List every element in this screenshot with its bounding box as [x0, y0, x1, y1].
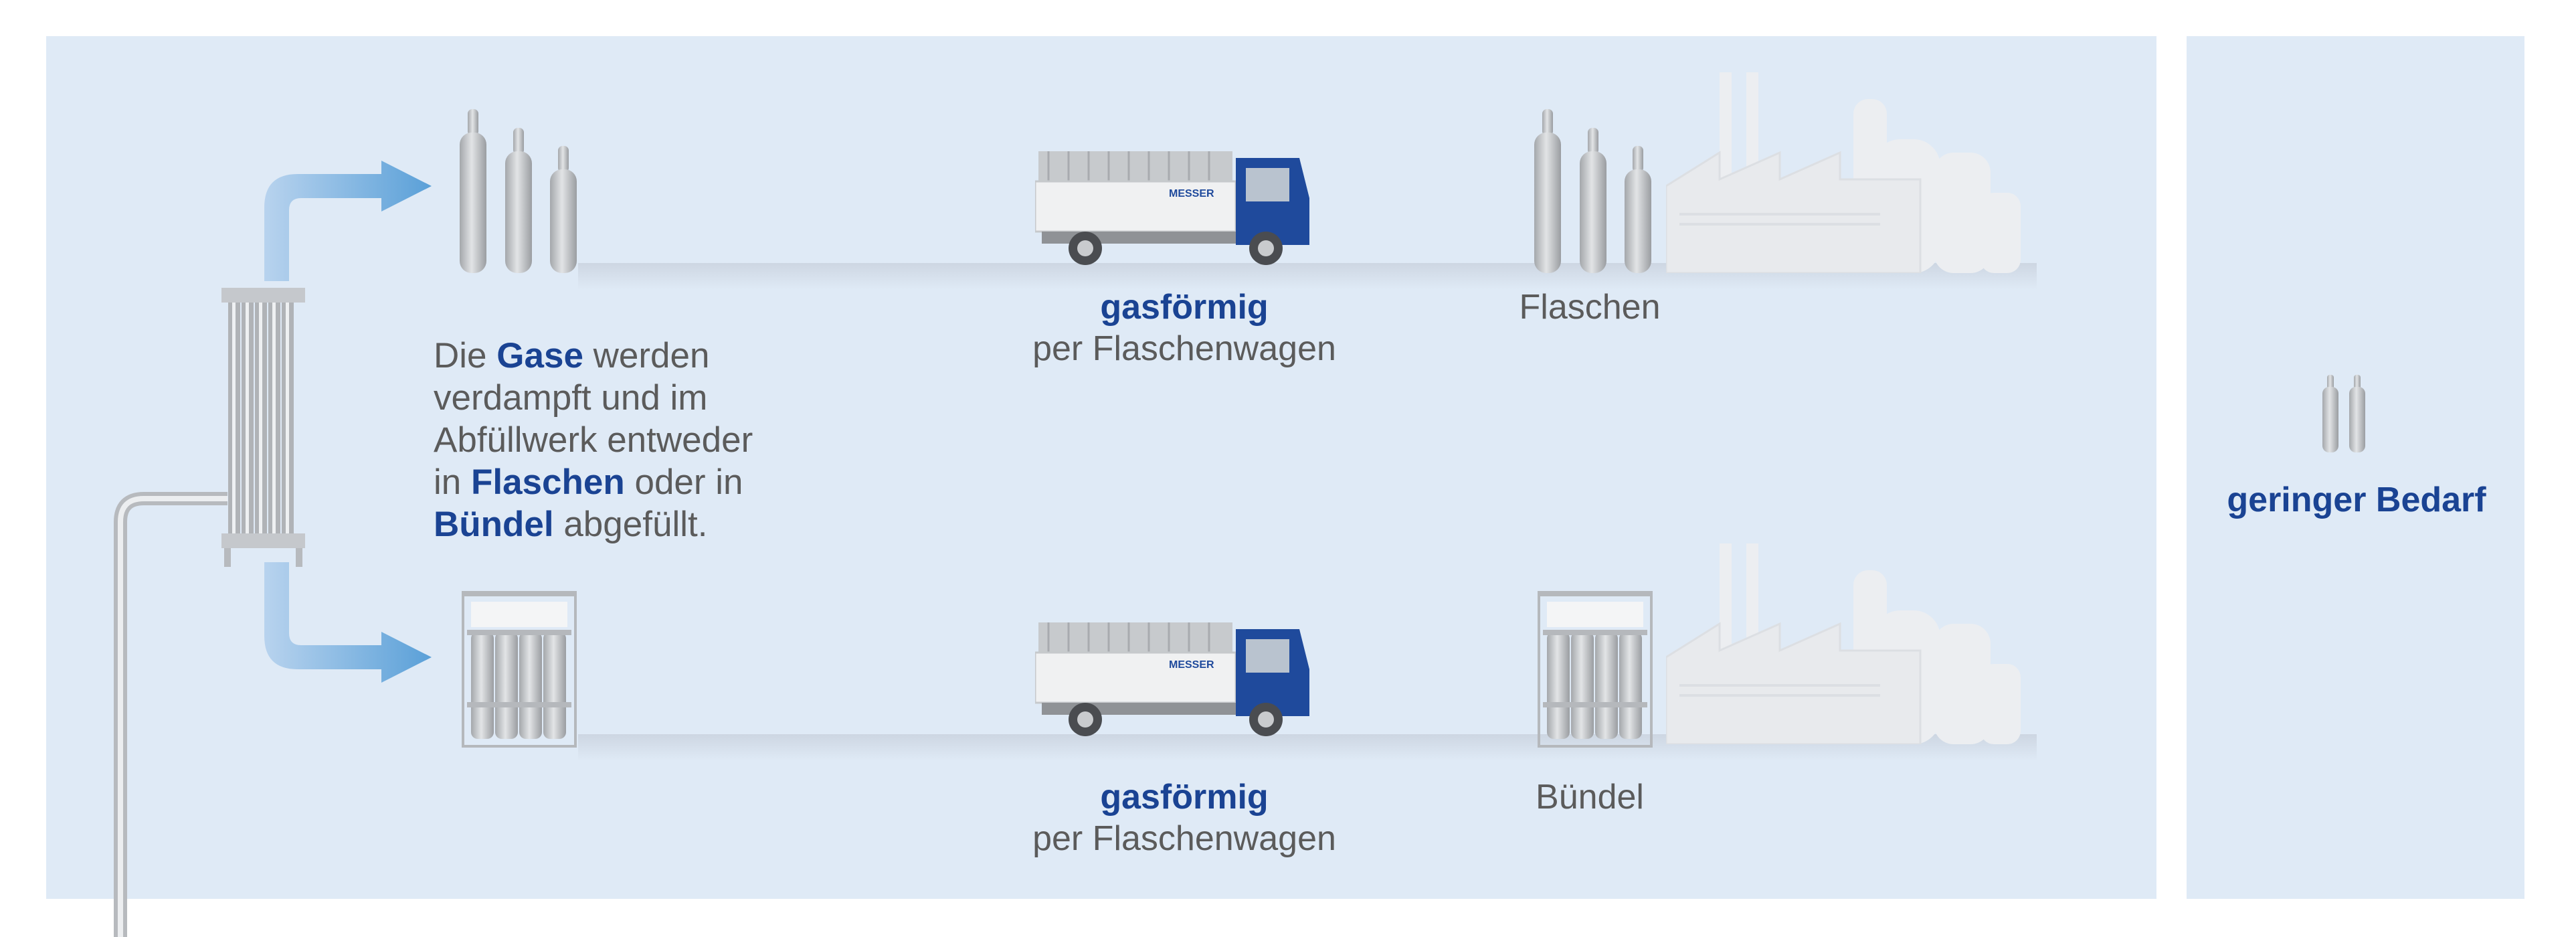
desc-text: werden — [583, 336, 710, 375]
row1-destination: Flaschen — [1519, 288, 1661, 327]
row1-mode: gasförmig — [1100, 288, 1269, 327]
bundle-icon — [1538, 588, 1653, 748]
desc-text: abgefüllt. — [553, 505, 708, 544]
row2-destination: Bündel — [1536, 778, 1644, 817]
arrow-to-bundle — [264, 562, 432, 683]
factory-icon — [1666, 543, 2027, 744]
desc-highlight: Bündel — [434, 505, 554, 544]
row2-transport-label: gasförmig per Flaschenwagen — [1032, 776, 1336, 859]
vaporizer-icon — [221, 288, 305, 567]
supply-pipe — [114, 492, 227, 937]
desc-highlight: Flaschen — [470, 462, 625, 502]
cylinders-icon — [460, 109, 577, 273]
truck-icon: MESSER — [1035, 151, 1329, 265]
side-panel — [2187, 36, 2524, 899]
truck-logo-brand: MESSER — [1169, 659, 1214, 671]
pipe-and-arrows — [114, 161, 432, 937]
desc-text: Abfüllwerk entweder — [434, 420, 753, 460]
row2-mode: gasförmig — [1100, 778, 1269, 817]
cylinders-icon — [1534, 109, 1651, 273]
arrow-to-bottles — [264, 161, 432, 281]
factory-icon — [1666, 72, 2027, 273]
row1-transport-label: gasförmig per Flaschenwagen — [1032, 286, 1336, 369]
row1-transport: per Flaschenwagen — [1032, 329, 1336, 368]
small-cylinders-icon — [2322, 375, 2365, 452]
desc-text: verdampft und im — [434, 378, 708, 418]
desc-text: in — [434, 462, 471, 502]
desc-text: oder in — [624, 462, 743, 502]
process-description: Die Gase werden verdampft und im Abfüllw… — [434, 335, 753, 545]
truck-logo-brand: MESSER — [1169, 188, 1214, 199]
truck-icon: MESSER — [1035, 622, 1329, 736]
row2-transport: per Flaschenwagen — [1032, 819, 1336, 858]
desc-highlight: Gase — [496, 336, 583, 375]
low-demand-label: geringer Bedarf — [2227, 481, 2486, 519]
bundle-icon — [462, 588, 577, 748]
desc-text: Die — [434, 336, 497, 375]
